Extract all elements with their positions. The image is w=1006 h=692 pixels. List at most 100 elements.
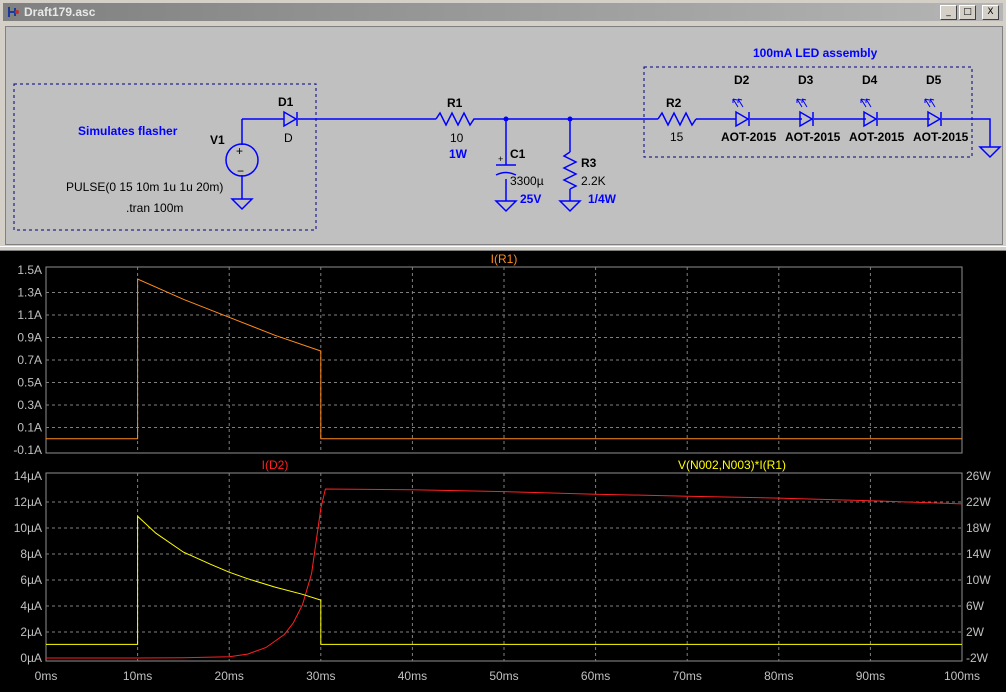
plot-frame [45,472,963,662]
led-value: AOT-2015 [913,130,969,144]
r1-value: 10 [450,131,464,145]
light-arrows-icon [796,98,808,108]
y-right-tick-label: 18W [966,521,991,535]
r3-value: 2.2K [581,174,606,188]
x-tick-label: 50ms [489,669,518,683]
maximize-button[interactable]: □ [959,5,976,20]
y-right-tick-label: 10W [966,573,991,587]
y-right-tick-label: 22W [966,495,991,509]
r3-resistor[interactable] [562,151,578,190]
x-tick-label: 30ms [306,669,335,683]
y-tick-label: 4µA [20,599,42,613]
y-tick-label: 1.5A [17,263,42,277]
schematic-drawing[interactable]: Simulates flasher 100mA LED assembly [6,27,1002,244]
x-tick-label: 70ms [673,669,702,683]
v1-name: V1 [210,133,225,147]
y-tick-label: -0.1A [13,443,42,457]
y-right-tick-label: 2W [966,625,985,639]
c1-value: 3300µ [510,174,544,188]
x-tick-label: 100ms [944,669,980,683]
light-arrows-icon [924,98,936,108]
x-tick-label: 20ms [215,669,244,683]
window-title: Draft179.asc [24,5,96,19]
r1-rating: 1W [449,147,468,161]
y-tick-label: 1.3A [17,286,42,300]
trace-label-power[interactable]: V(N002,N003)*I(R1) [678,458,786,472]
r1-resistor[interactable] [435,111,478,127]
flasher-box [13,83,317,231]
assembly-label: 100mA LED assembly [753,46,878,60]
y-tick-label: 10µA [14,521,42,535]
junction-c1 [503,116,509,122]
x-tick-label: 90ms [856,669,885,683]
r3-rating: 1/4W [588,192,617,206]
r2-name: R2 [666,96,682,110]
minimize-button[interactable]: _ [940,5,957,20]
pane-splitter[interactable] [0,246,1006,251]
c1-capacitor[interactable] [495,164,517,176]
led-name: D3 [798,73,814,87]
y-tick-label: 8µA [20,547,42,561]
led-value: AOT-2015 [785,130,841,144]
minus-icon: − [237,164,244,178]
tran-directive[interactable]: .tran 100m [126,201,183,215]
led-value: AOT-2015 [721,130,777,144]
x-tick-label: 60ms [581,669,610,683]
y-tick-label: 0.3A [17,398,42,412]
d1-diode[interactable] [283,110,298,128]
y-tick-label: 12µA [14,495,42,509]
y-tick-label: 0.1A [17,421,42,435]
x-tick-label: 0ms [35,669,58,683]
y-tick-label: 6µA [20,573,42,587]
schematic-window: Draft179.asc _ □ X Simulates flasher 100… [0,0,1006,246]
d1-value: D [284,131,293,145]
y-tick-label: 2µA [20,625,42,639]
y-right-tick-label: 14W [966,547,991,561]
y-tick-label: 14µA [14,469,42,483]
pane-ir1[interactable]: 1.5A1.3A1.1A0.9A0.7A0.5A0.3A0.1A-0.1AI(R… [13,252,963,457]
series-line-i-r1-[interactable] [46,278,962,440]
led-name: D5 [926,73,942,87]
light-arrows-icon [732,98,744,108]
plus-icon: + [236,144,243,158]
y-tick-label: 1.1A [17,308,42,322]
y-right-tick-label: -2W [966,651,989,665]
window-titlebar[interactable]: Draft179.asc _ □ X [3,3,1003,21]
trace-label-id2[interactable]: I(D2) [262,458,289,472]
led-value: AOT-2015 [849,130,905,144]
v1-value: PULSE(0 15 10m 1u 1u 20m) [66,180,223,194]
series-line-i-d2-[interactable] [46,488,963,659]
led-name: D2 [734,73,750,87]
assembly-box [643,66,973,158]
r2-resistor[interactable] [657,111,697,127]
y-right-tick-label: 26W [966,469,991,483]
r3-name: R3 [581,156,597,170]
led-name: D4 [862,73,878,87]
y-right-tick-label: 6W [966,599,985,613]
x-tick-label: 40ms [398,669,427,683]
close-button[interactable]: X [982,5,999,20]
r2-value: 15 [670,130,684,144]
x-tick-label: 10ms [123,669,152,683]
c1-polarity-icon: + [498,154,503,164]
d1-name: D1 [278,95,294,109]
y-tick-label: 0.9A [17,331,42,345]
y-tick-label: 0.5A [17,376,42,390]
c1-rating: 25V [520,192,541,206]
v1-source[interactable]: + − [225,143,259,178]
c1-name: C1 [510,147,526,161]
series-line-v-n002-n003-i-r1-[interactable] [46,515,962,645]
schematic-canvas[interactable]: Simulates flasher 100mA LED assembly [5,26,1003,245]
light-arrows-icon [860,98,872,108]
waveform-viewer[interactable]: 1.5A1.3A1.1A0.9A0.7A0.5A0.3A0.1A-0.1AI(R… [0,251,1006,692]
ltspice-icon [6,5,20,19]
trace-label-ir1[interactable]: I(R1) [491,252,518,266]
junction-r3 [567,116,573,122]
y-tick-label: 0µA [20,651,42,665]
